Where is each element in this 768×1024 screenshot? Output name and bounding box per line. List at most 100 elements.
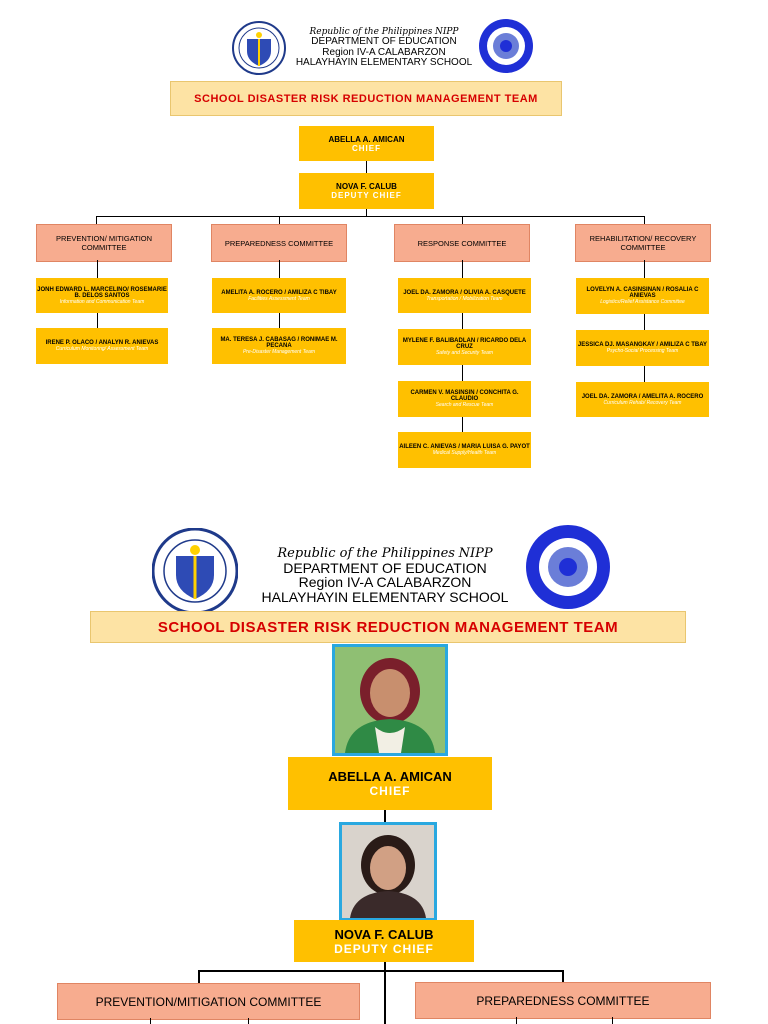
deputy-box-2: NOVA F. CALUB DEPUTY CHIEF xyxy=(294,920,474,962)
committee-box-rehabilitation: REHABILITATION/ RECOVERY COMMITTEE xyxy=(575,224,711,262)
chief-role: CHIEF xyxy=(352,143,381,153)
chief-photo xyxy=(332,644,448,756)
connector xyxy=(384,962,386,1024)
member-box: JOEL DA. ZAMORA / AMELITA A. ROCERO Curr… xyxy=(576,382,709,417)
deputy-role: DEPUTY CHIEF xyxy=(334,941,434,956)
member-box: MA. TERESA J. CABASAG / RONIMAE M. PECAN… xyxy=(212,328,346,364)
member-team: Information and Communication Team xyxy=(59,298,145,305)
member-box: JOEL DA. ZAMORA / OLIVIA A. CASQUETE Tra… xyxy=(398,278,531,313)
title-bar-1: SCHOOL DISASTER RISK REDUCTION MANAGEMEN… xyxy=(170,81,562,116)
connector xyxy=(279,313,280,328)
member-names: MA. TERESA J. CABASAG / RONIMAE M. PECAN… xyxy=(220,337,338,349)
republic-line: Republic of the Philippines NIPP xyxy=(309,27,459,37)
connector xyxy=(644,314,645,330)
connector xyxy=(462,260,463,278)
committee-box-response: RESPONSE COMMITTEE xyxy=(394,224,530,262)
connector xyxy=(198,970,200,983)
connector xyxy=(97,313,98,328)
deputy-box-1: NOVA F. CALUB DEPUTY CHIEF xyxy=(299,173,434,209)
school-seal-1 xyxy=(478,18,534,74)
member-team: Medical Supply/Health Team xyxy=(432,450,497,456)
member-team: Logistics/Relief Assistance Committee xyxy=(600,299,685,305)
member-team: Transportation / Mobilization Team xyxy=(426,295,503,302)
committee-box-preparedness: PREPAREDNESS COMMITTEE xyxy=(211,224,347,262)
member-names: AMELITA A. ROCERO / AMILIZA C TIBAY xyxy=(221,289,337,296)
title-text: SCHOOL DISASTER RISK REDUCTION MANAGEMEN… xyxy=(157,618,619,636)
connector xyxy=(462,216,463,224)
member-names: LOVELYN A. CASINSINAN / ROSALIA C ANIEVA… xyxy=(586,287,699,299)
republic-line: Republic of the Philippines NIPP xyxy=(277,546,493,561)
header-text-1: Republic of the Philippines NIPP DEPARTM… xyxy=(295,27,473,69)
deped-seal-2 xyxy=(151,527,239,615)
connector xyxy=(462,365,463,381)
connector xyxy=(97,260,98,278)
member-team: Curriculum Monitoring/ Assessment Team xyxy=(55,346,149,352)
chief-role: CHIEF xyxy=(369,784,411,798)
member-box: CARMEN V. MASINSIN / CONCHITA G. CLAUDIO… xyxy=(398,381,531,417)
school-seal-2 xyxy=(525,524,611,610)
chief-box-2: ABELLA A. AMICAN CHIEF xyxy=(288,757,492,810)
title-text: SCHOOL DISASTER RISK REDUCTION MANAGEMEN… xyxy=(194,92,538,105)
connector xyxy=(366,161,367,173)
connector xyxy=(644,366,645,382)
connector xyxy=(562,970,564,983)
deputy-name: NOVA F. CALUB xyxy=(334,926,434,942)
connector xyxy=(612,1017,613,1024)
member-box: JONH EDWARD L. MARCELINO/ ROSEMARIE B. D… xyxy=(36,278,168,313)
member-names: JONH EDWARD L. MARCELINO/ ROSEMARIE B. D… xyxy=(37,286,167,299)
member-box: IRENE P. OLACO / ANALYN R. ANIEVAS Curri… xyxy=(36,328,168,364)
deputy-name: NOVA F. CALUB xyxy=(336,182,397,191)
header-text-2: Republic of the Philippines NIPP DEPARTM… xyxy=(250,546,520,605)
connector xyxy=(384,810,386,824)
school-line: HALAYHAYIN ELEMENTARY SCHOOL xyxy=(295,57,473,69)
committee-label: PREPAREDNESS COMMITTEE xyxy=(224,238,334,248)
connector xyxy=(96,216,97,224)
member-team: Curriculum Rehab/ Recovery Team xyxy=(603,399,682,406)
member-names: CARMEN V. MASINSIN / CONCHITA G. CLAUDIO xyxy=(410,390,519,402)
deputy-photo xyxy=(339,822,437,921)
member-names: IRENE P. OLACO / ANALYN R. ANIEVAS xyxy=(45,340,159,346)
committee-label: RESPONSE COMMITTEE xyxy=(417,238,507,248)
connector xyxy=(279,216,280,224)
committee-label: PREVENTION/ MITIGATION COMMITTEE xyxy=(55,234,153,252)
connector xyxy=(462,313,463,329)
member-names: JOEL DA. ZAMORA / OLIVIA A. CASQUETE xyxy=(403,289,526,296)
member-box: LOVELYN A. CASINSINAN / ROSALIA C ANIEVA… xyxy=(576,278,709,314)
region-line: Region IV-A CALABARZON xyxy=(298,574,472,591)
department-line: DEPARTMENT OF EDUCATION xyxy=(311,36,457,48)
committee-label: PREVENTION/MITIGATION COMMITTEE xyxy=(95,994,322,1009)
region-line: Region IV-A CALABARZON xyxy=(322,46,446,58)
connector xyxy=(462,417,463,432)
member-box: AMELITA A. ROCERO / AMILIZA C TIBAY Faci… xyxy=(212,278,346,313)
title-bar-2: SCHOOL DISASTER RISK REDUCTION MANAGEMEN… xyxy=(90,611,686,643)
chief-name: ABELLA A. AMICAN xyxy=(328,134,405,144)
member-names: JESSICA DJ. MASANGKAY / AMILIZA C TBAY xyxy=(577,342,708,348)
member-team: Pre-Disaster Management Team xyxy=(242,349,316,355)
member-box: MYLENE F. BALIBADLAN / RICARDO DELA CRUZ… xyxy=(398,329,531,365)
member-team: Psycho-Social Processing Team xyxy=(606,348,679,354)
member-names: MYLENE F. BALIBADLAN / RICARDO DELA CRUZ xyxy=(402,338,527,350)
connector xyxy=(644,216,645,224)
member-team: Facilities Assessment Team xyxy=(248,295,310,302)
school-line: HALAYHAYIN ELEMENTARY SCHOOL xyxy=(261,589,509,606)
chief-box-1: ABELLA A. AMICAN CHIEF xyxy=(299,126,434,161)
member-names: AILEEN C. ANIEVAS / MARIA LUISA G. PAYOT xyxy=(399,444,530,450)
deputy-role: DEPUTY CHIEF xyxy=(331,191,402,200)
member-team: Search and Rescue Team xyxy=(435,402,494,408)
committee-label: REHABILITATION/ RECOVERY COMMITTEE xyxy=(589,234,697,252)
member-box: JESSICA DJ. MASANGKAY / AMILIZA C TBAY P… xyxy=(576,330,709,366)
committee-box-prevention-2: PREVENTION/MITIGATION COMMITTEE xyxy=(57,983,360,1020)
connector xyxy=(516,1017,517,1024)
committee-box-preparedness-2: PREPAREDNESS COMMITTEE xyxy=(415,982,711,1019)
branch-line xyxy=(96,216,645,217)
connector xyxy=(248,1018,249,1024)
committee-label: PREPAREDNESS COMMITTEE xyxy=(476,993,650,1008)
chief-name: ABELLA A. AMICAN xyxy=(328,769,452,784)
connector xyxy=(279,260,280,278)
member-team: Safety and Security Team xyxy=(435,350,494,356)
connector xyxy=(644,260,645,278)
department-line: DEPARTMENT OF EDUCATION xyxy=(283,559,487,576)
member-names: JOEL DA. ZAMORA / AMELITA A. ROCERO xyxy=(581,393,704,400)
connector xyxy=(150,1018,151,1024)
deped-seal-1 xyxy=(232,21,286,75)
